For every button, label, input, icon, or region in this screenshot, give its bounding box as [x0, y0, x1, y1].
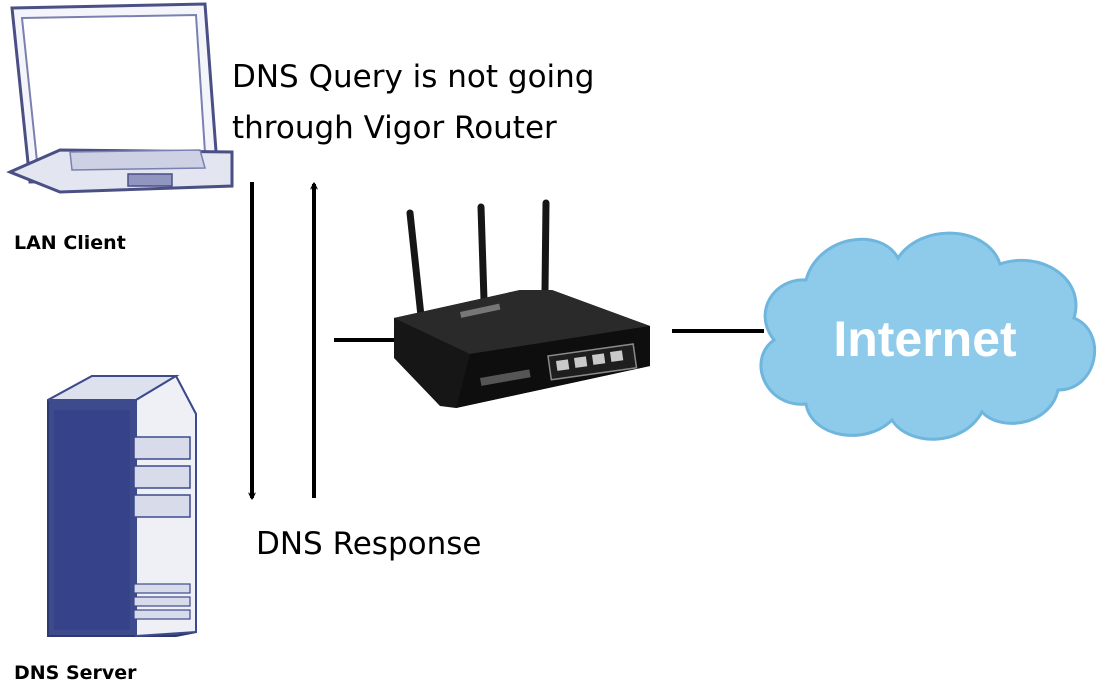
dns-server-label: DNS Server — [14, 662, 137, 684]
query-note-line-2: through Vigor Router — [232, 110, 557, 146]
dns-response-label: DNS Response — [256, 526, 482, 562]
laptop-icon — [6, 2, 234, 194]
cloud-icon: Internet — [759, 231, 1097, 441]
internet-label: Internet — [833, 311, 1017, 367]
query-note-line-1: DNS Query is not going — [232, 59, 595, 95]
lan-client-label: LAN Client — [14, 232, 126, 254]
wireless-router-icon — [394, 199, 650, 408]
server-tower-icon — [47, 374, 197, 638]
